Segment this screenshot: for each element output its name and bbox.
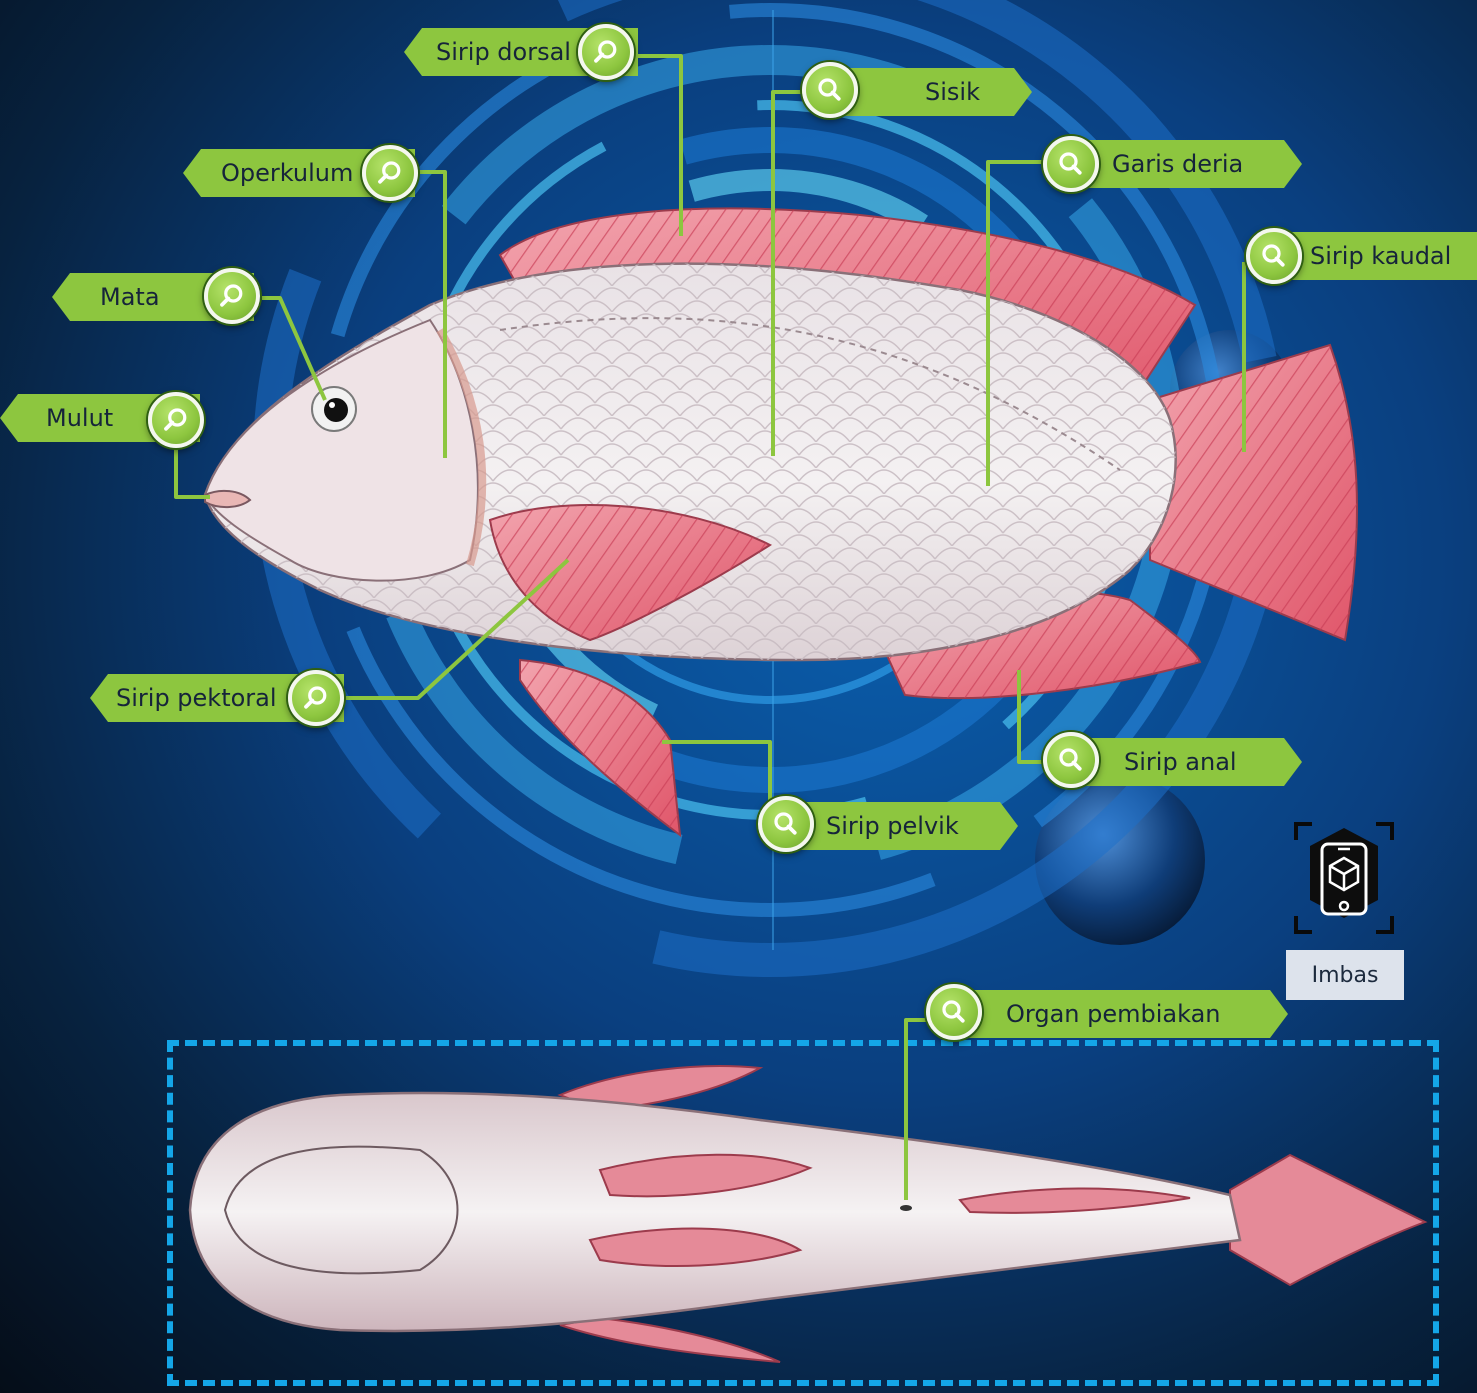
label-sirip-dorsal-text: Sirip dorsal xyxy=(426,38,581,66)
label-organ-pembiakan: Organ pembiakan xyxy=(950,990,1288,1038)
label-sirip-anal: Sirip anal xyxy=(1068,738,1302,786)
leader-garis-deria xyxy=(988,162,1045,486)
magnifier-icon xyxy=(161,405,191,435)
label-operkulum-text: Operkulum xyxy=(205,159,363,187)
leader-sirip-dorsal xyxy=(638,56,681,236)
magnifier-icon xyxy=(1056,149,1086,179)
leader-sirip-pektoral xyxy=(346,560,568,698)
magnifier-icon xyxy=(591,37,621,67)
zoom-button-garis-deria[interactable] xyxy=(1043,136,1099,192)
zoom-button-operkulum[interactable] xyxy=(362,145,418,201)
magnifier-icon xyxy=(217,281,247,311)
magnifier-icon xyxy=(375,158,405,188)
leader-operkulum xyxy=(416,172,445,458)
zoom-button-sirip-anal[interactable] xyxy=(1043,732,1099,788)
zoom-button-sirip-kaudal[interactable] xyxy=(1246,228,1302,284)
zoom-button-sirip-dorsal[interactable] xyxy=(578,24,634,80)
label-mulut-text: Mulut xyxy=(22,404,123,432)
label-sirip-pektoral-text: Sirip pektoral xyxy=(112,684,287,712)
leader-mata xyxy=(262,298,325,400)
leader-mulut xyxy=(176,448,210,497)
zoom-button-sirip-pektoral[interactable] xyxy=(288,670,344,726)
label-sisik: Sisik xyxy=(830,68,1032,116)
leader-organ-pembiakan xyxy=(906,1020,928,1200)
leader-sirip-anal xyxy=(1019,670,1045,762)
label-sisik-text: Sisik xyxy=(915,78,990,106)
zoom-button-mulut[interactable] xyxy=(148,392,204,448)
label-organ-pembiakan-text: Organ pembiakan xyxy=(950,1000,1231,1028)
leader-sirip-pelvik xyxy=(662,742,770,824)
scan-button[interactable]: Imbas xyxy=(1286,950,1404,1000)
label-garis-deria: Garis deria xyxy=(1068,140,1302,188)
magnifier-icon xyxy=(771,809,801,839)
label-mata-text: Mata xyxy=(74,283,170,311)
magnifier-icon xyxy=(1056,745,1086,775)
ar-scan-phone-icon[interactable] xyxy=(1294,822,1394,934)
zoom-button-organ-pembiakan[interactable] xyxy=(926,984,982,1040)
zoom-button-mata[interactable] xyxy=(204,268,260,324)
zoom-button-sirip-pelvik[interactable] xyxy=(758,796,814,852)
scan-button-label: Imbas xyxy=(1312,963,1379,988)
magnifier-icon xyxy=(815,75,845,105)
zoom-button-sisik[interactable] xyxy=(802,62,858,118)
label-sirip-pelvik: Sirip pelvik xyxy=(782,802,1018,850)
magnifier-icon xyxy=(939,997,969,1027)
magnifier-icon xyxy=(1259,241,1289,271)
leader-sisik xyxy=(773,92,808,456)
magnifier-icon xyxy=(301,683,331,713)
